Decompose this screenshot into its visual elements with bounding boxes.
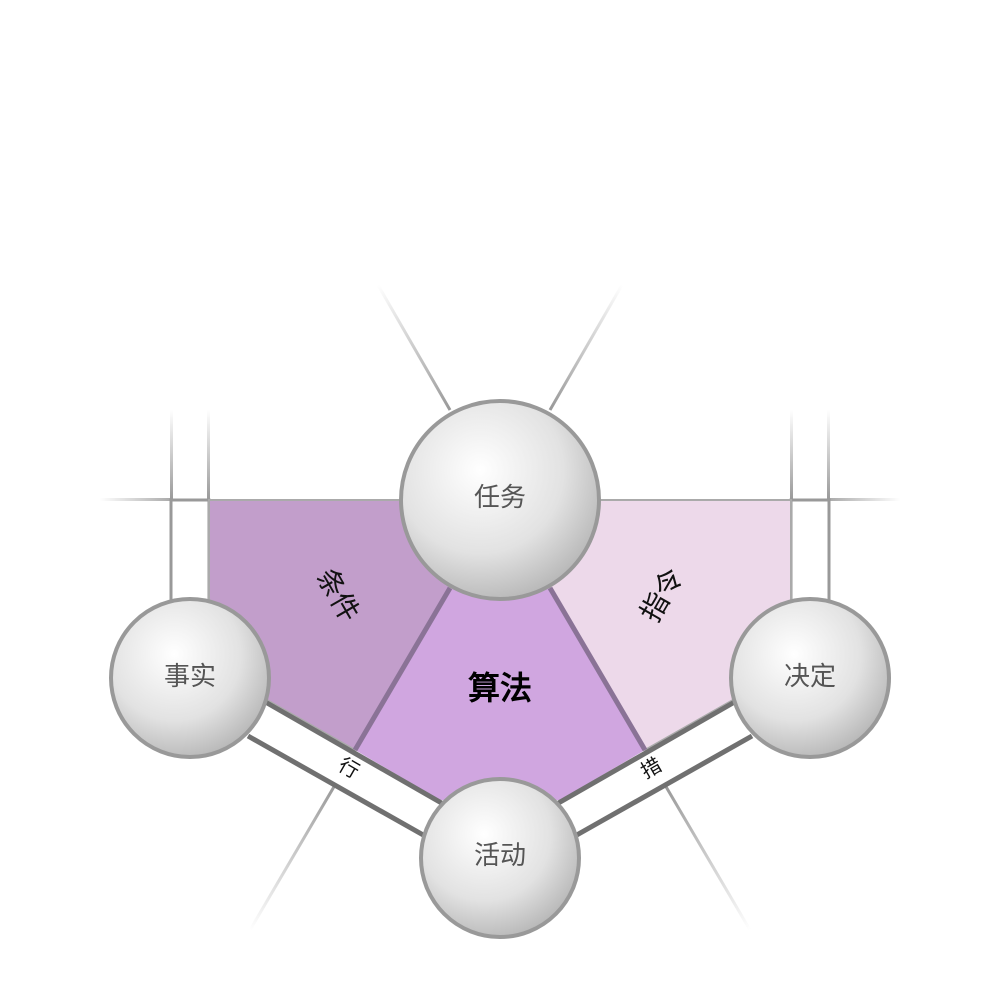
node-decision[interactable]: 决定 — [729, 597, 891, 759]
center-label-algorithm: 算法 — [468, 669, 532, 707]
region-algorithm[interactable] — [355, 588, 645, 800]
band-right — [553, 697, 754, 839]
divider-right — [547, 586, 648, 752]
left-side-band — [169, 498, 211, 600]
node-label-task: 任务 — [474, 483, 526, 513]
node-label-decision: 决定 — [784, 662, 836, 692]
right-side-band — [789, 498, 831, 600]
node-facts[interactable]: 事实 — [109, 597, 271, 759]
guide-lines — [100, 284, 900, 931]
node-label-facts: 事实 — [164, 662, 216, 692]
band-left — [246, 697, 447, 839]
node-activity[interactable]: 活动 — [419, 777, 581, 939]
divider-left — [352, 586, 453, 752]
node-label-activity: 活动 — [474, 841, 526, 871]
node-task[interactable]: 任务 — [399, 399, 601, 601]
